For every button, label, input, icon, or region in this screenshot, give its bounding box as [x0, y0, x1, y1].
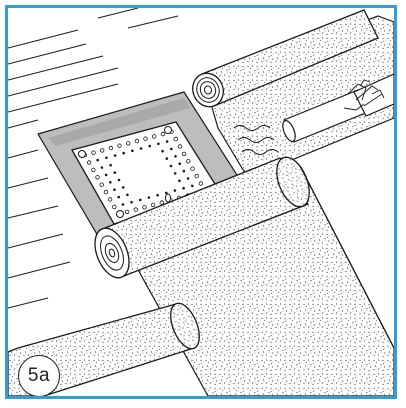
perforation-hole — [126, 193, 129, 197]
perforation-hole — [133, 207, 138, 212]
perforation-hole — [165, 140, 169, 143]
perforation-hole — [178, 162, 181, 165]
perforation-hole — [113, 154, 117, 157]
perforation-hole — [109, 163, 112, 167]
membrane-sheet-upper — [203, 15, 394, 179]
perforation-hole — [160, 131, 166, 137]
perforation-hole — [157, 142, 160, 146]
perforation-hole — [99, 148, 105, 153]
perforation-hole — [139, 198, 142, 202]
perforation-hole — [165, 191, 168, 195]
hot-air-welder — [282, 73, 394, 143]
perforation-hole — [190, 166, 195, 171]
perforation-hole — [124, 209, 130, 215]
perforation-hole — [95, 175, 100, 180]
membrane-roll-middle — [94, 156, 310, 279]
perforation-hole — [151, 134, 157, 139]
perforation-hole — [86, 160, 92, 165]
perforation-hole — [194, 173, 199, 179]
roofing-illustration — [8, 8, 394, 396]
perforation-hole — [109, 181, 112, 184]
perforation-hole — [186, 159, 191, 164]
perforation-hole — [139, 147, 143, 150]
perforation-hole — [117, 143, 122, 148]
perforation-hole — [107, 197, 113, 202]
perforation-hole — [113, 188, 116, 191]
perforation-hole — [142, 205, 147, 210]
perforation-hole — [181, 151, 187, 157]
figure-frame: 5a — [5, 5, 397, 399]
perforation-hole — [178, 179, 181, 183]
perforation-hole — [117, 195, 120, 199]
perforation-hole — [191, 184, 194, 188]
perforation-hole — [121, 186, 125, 189]
perforation-hole — [150, 202, 156, 208]
perforation-hole — [173, 136, 178, 142]
perforation-hole — [165, 157, 169, 160]
perforation-hole — [198, 181, 204, 186]
perforation-hole — [96, 158, 99, 162]
roof-boards — [8, 8, 179, 309]
perforation-hole — [113, 171, 117, 174]
perforation-hole — [143, 136, 148, 141]
perforation-hole — [173, 189, 177, 192]
perforation-hole — [91, 167, 96, 173]
perforation-hole — [105, 156, 108, 160]
perforation-hole — [161, 149, 164, 153]
perforation-hole — [117, 178, 121, 182]
perforation-hole — [131, 149, 134, 153]
perforation-hole — [148, 144, 151, 148]
perforation-hole — [99, 182, 104, 187]
perforation-hole — [134, 138, 140, 144]
perforation-hole — [108, 145, 114, 151]
perforation-hole — [122, 151, 125, 155]
perforation-hole — [177, 144, 183, 149]
perforation-hole — [125, 141, 131, 146]
perforation-hole — [103, 189, 109, 195]
perforation-hole — [182, 186, 185, 190]
perforation-hole — [169, 164, 173, 168]
perforation-hole — [159, 200, 164, 205]
perforation-hole — [174, 155, 177, 158]
perforation-hole — [121, 203, 125, 206]
perforation-hole — [112, 204, 117, 210]
perforation-hole — [173, 172, 177, 175]
step-number-badge: 5a — [18, 355, 60, 396]
perforation-hole — [156, 193, 159, 197]
perforation-hole — [104, 173, 108, 177]
perforation-hole — [186, 177, 190, 180]
heat-waves — [233, 125, 279, 155]
perforation-hole — [182, 169, 186, 173]
perforation-hole — [170, 147, 173, 151]
perforation-hole — [91, 150, 96, 155]
perforation-hole — [100, 166, 104, 169]
membrane-roll-top — [192, 9, 379, 108]
perforation-hole — [130, 200, 133, 204]
perforation-hole — [147, 196, 151, 199]
